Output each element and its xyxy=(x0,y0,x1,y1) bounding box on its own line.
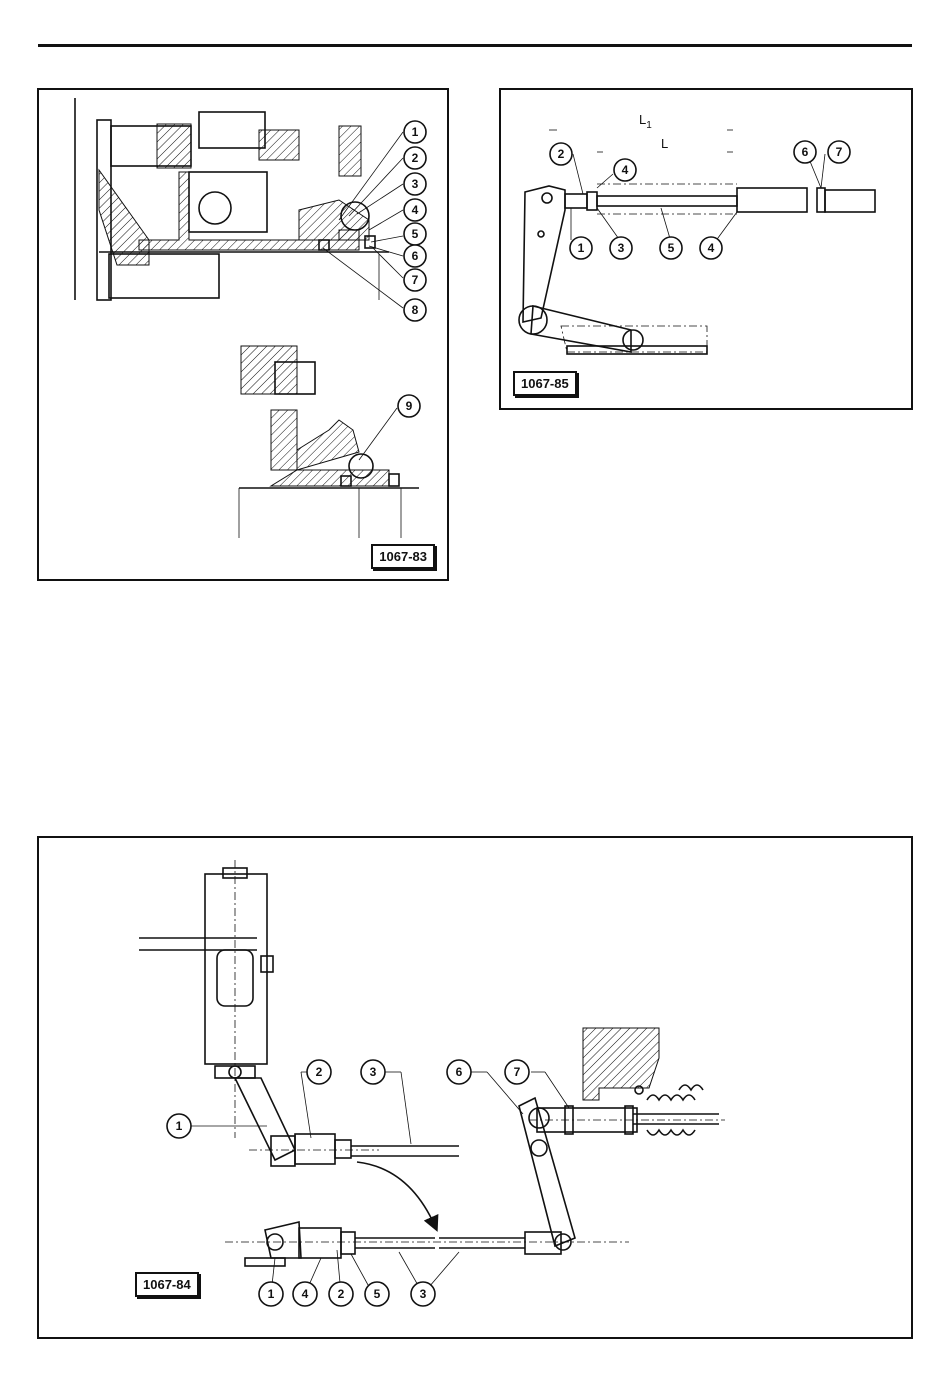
callout-1-label: 1 xyxy=(412,125,419,139)
callout-4-bottom-label: 4 xyxy=(708,241,715,255)
callout-6: 6 xyxy=(447,1060,471,1084)
callout-6-label: 6 xyxy=(802,145,809,159)
callout-7: 7 xyxy=(505,1060,529,1084)
callout-4: 4 xyxy=(404,199,426,221)
figure-1067-84-panel: 1 2 3 6 7 1 4 2 5 3 1067-84 xyxy=(37,836,913,1339)
callout-3: 3 xyxy=(404,173,426,195)
callout-7: 7 xyxy=(404,269,426,291)
callout-9: 9 xyxy=(398,395,420,417)
callouts-1067-84: 1 2 3 6 7 1 4 2 5 3 xyxy=(167,1060,529,1306)
header-rule xyxy=(38,44,912,47)
callout-4-label: 4 xyxy=(412,203,419,217)
callouts-1067-85: 2 4 6 7 1 3 5 4 xyxy=(550,141,850,259)
callout-5: 5 xyxy=(660,237,682,259)
release-lever-and-housing xyxy=(519,1028,725,1246)
callout-5-label: 5 xyxy=(412,227,419,241)
callout-4-top: 4 xyxy=(614,159,636,181)
callout-6: 6 xyxy=(404,245,426,267)
callout-2: 2 xyxy=(404,147,426,169)
upper-linkage xyxy=(235,1078,459,1226)
callout-4-bottom: 4 xyxy=(700,237,722,259)
callout-1-upper: 1 xyxy=(167,1114,191,1138)
callout-7-label: 7 xyxy=(412,273,419,287)
callout-3: 3 xyxy=(610,237,632,259)
callout-1-lower: 1 xyxy=(259,1282,283,1306)
callouts-1067-83: 1 2 3 4 5 6 7 8 9 xyxy=(398,121,426,417)
callout-3-label: 3 xyxy=(412,177,419,191)
callout-6-label: 6 xyxy=(456,1065,463,1079)
figure-1067-85-panel: L1 L xyxy=(499,88,913,410)
callout-7-label: 7 xyxy=(514,1065,521,1079)
callout-3-lower-label: 3 xyxy=(420,1287,427,1301)
callout-4-top-label: 4 xyxy=(622,163,629,177)
callout-2-upper: 2 xyxy=(307,1060,331,1084)
callout-6: 6 xyxy=(794,141,816,163)
callout-4-label: 4 xyxy=(302,1287,309,1301)
callout-2-lower: 2 xyxy=(329,1282,353,1306)
callout-6-label: 6 xyxy=(412,249,419,263)
callout-5: 5 xyxy=(404,223,426,245)
callout-8-label: 8 xyxy=(412,303,419,317)
callout-1-upper-label: 1 xyxy=(176,1119,183,1133)
callout-7: 7 xyxy=(828,141,850,163)
figure-1067-85-drawing: L1 L xyxy=(501,90,913,410)
dimension-l1-label: L1 xyxy=(639,112,652,131)
callout-5: 5 xyxy=(365,1282,389,1306)
callout-2: 2 xyxy=(550,143,572,165)
callout-2-upper-label: 2 xyxy=(316,1065,323,1079)
callout-5-label: 5 xyxy=(668,241,675,255)
callout-3-lower: 3 xyxy=(411,1282,435,1306)
figure-1067-83-drawing: 1 2 3 4 5 6 7 8 9 xyxy=(39,90,449,581)
callout-1: 1 xyxy=(570,237,592,259)
figure-id-1067-84: 1067-84 xyxy=(135,1272,199,1297)
callout-1: 1 xyxy=(404,121,426,143)
dimension-l-label: L xyxy=(661,136,668,151)
callout-2-label: 2 xyxy=(558,147,565,161)
callout-2-lower-label: 2 xyxy=(338,1287,345,1301)
callout-8: 8 xyxy=(404,299,426,321)
figure-id-1067-85: 1067-85 xyxy=(513,371,577,396)
callout-3-upper-label: 3 xyxy=(370,1065,377,1079)
lower-linkage xyxy=(225,1222,629,1266)
callout-1-label: 1 xyxy=(578,241,585,255)
callout-5-label: 5 xyxy=(374,1287,381,1301)
callout-9-label: 9 xyxy=(406,399,413,413)
figure-id-1067-83: 1067-83 xyxy=(371,544,435,569)
clutch-housing-section xyxy=(75,98,389,300)
callout-2-label: 2 xyxy=(412,151,419,165)
pedal-shaft-housing xyxy=(139,860,273,1138)
figure-1067-83-panel: 1 2 3 4 5 6 7 8 9 1067-83 xyxy=(37,88,449,581)
callout-7-label: 7 xyxy=(836,145,843,159)
callout-3-upper: 3 xyxy=(361,1060,385,1084)
figure-1067-84-drawing: 1 2 3 6 7 1 4 2 5 3 xyxy=(39,838,913,1339)
callout-3-label: 3 xyxy=(618,241,625,255)
callout-1-lower-label: 1 xyxy=(268,1287,275,1301)
inset-bearing-section xyxy=(239,346,419,538)
callout-4: 4 xyxy=(293,1282,317,1306)
linkage-rod-assembly: L1 L xyxy=(519,112,875,354)
